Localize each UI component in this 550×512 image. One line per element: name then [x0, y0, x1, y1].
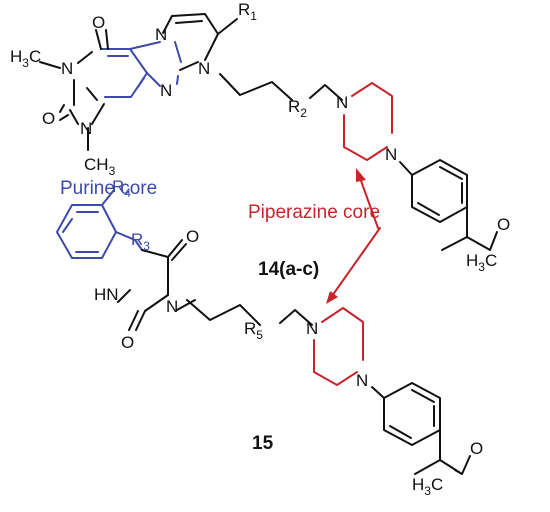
- piperazine-15-n-bottom: N: [356, 371, 368, 390]
- methyl-label-h3c: H3C: [10, 47, 41, 70]
- arrow-head-14: [356, 168, 366, 182]
- piperazine-15-n-top: N: [306, 319, 318, 338]
- benzene-ring-bonds: [56, 204, 117, 259]
- nitrogen-imidazo: N: [198, 59, 210, 78]
- nitrogen-n7: N: [155, 25, 167, 44]
- substituent-r3: R3: [131, 230, 150, 253]
- compound-14-label: 14(a-c): [258, 259, 319, 280]
- compound-14-atom-labels: O H3C N O N CH3 N N N R1 R2 N N O H3C: [10, 0, 510, 274]
- piperazine-n-top: N: [336, 93, 348, 112]
- compound-15-atom-labels: R4 R3 O HN N O R5 N N O H3C: [94, 177, 483, 498]
- purine-ring-bonds: [100, 48, 148, 98]
- acetyl-methyl-14: H3C: [466, 251, 497, 274]
- compound-14-structure: [39, 13, 498, 251]
- substituent-r2: R2: [288, 97, 307, 120]
- acetyl-oxygen-15: O: [470, 439, 483, 458]
- substituent-r4: R4: [112, 177, 131, 200]
- carbonyl-oxygen-left: O: [42, 109, 55, 128]
- compound-15-structure: [56, 189, 471, 475]
- phenyl-14-bonds: [399, 159, 498, 251]
- piperazine-core-label: Piperazine core: [248, 202, 380, 223]
- substituent-r1: R1: [238, 0, 257, 23]
- hydantoin-ring-bonds: [117, 239, 196, 331]
- piperazine-14-bonds: [343, 82, 393, 161]
- hydantoin-oxygen-top: O: [186, 227, 199, 246]
- linker-15-bonds: [186, 299, 313, 326]
- arrow-to-15: [331, 227, 381, 297]
- arrow-to-14: [359, 177, 379, 229]
- imidazole-ring-bonds: [129, 41, 182, 87]
- linker-14-bonds: [219, 73, 343, 101]
- fused-imidazo-bonds: [162, 13, 238, 71]
- piperazine-arrows: [326, 168, 381, 304]
- nitrogen-n3: N: [80, 119, 92, 138]
- phenyl-15-bonds: [371, 382, 471, 475]
- hydantoin-oxygen-bottom: O: [121, 333, 134, 352]
- carbonyl-oxygen-top: O: [92, 13, 105, 32]
- nitrogen-n9: N: [160, 81, 172, 100]
- acetyl-methyl-15: H3C: [412, 475, 443, 498]
- compound-15-label: 15: [252, 433, 274, 454]
- arrow-head-15: [326, 291, 338, 304]
- hydantoin-nitrogen: N: [166, 297, 178, 316]
- benzene-substituent-bonds: [101, 189, 143, 251]
- methyl-label-ch3: CH3: [84, 155, 116, 178]
- uracil-ring-bonds: [39, 29, 109, 151]
- acetyl-oxygen-14: O: [497, 215, 510, 234]
- hydantoin-nh: HN: [94, 285, 119, 304]
- piperazine-15-bonds: [313, 307, 364, 386]
- nitrogen-n1: N: [61, 59, 73, 78]
- piperazine-n-bottom: N: [385, 145, 397, 164]
- substituent-r5: R5: [244, 319, 263, 342]
- purine-core-label: Purine core: [60, 178, 157, 199]
